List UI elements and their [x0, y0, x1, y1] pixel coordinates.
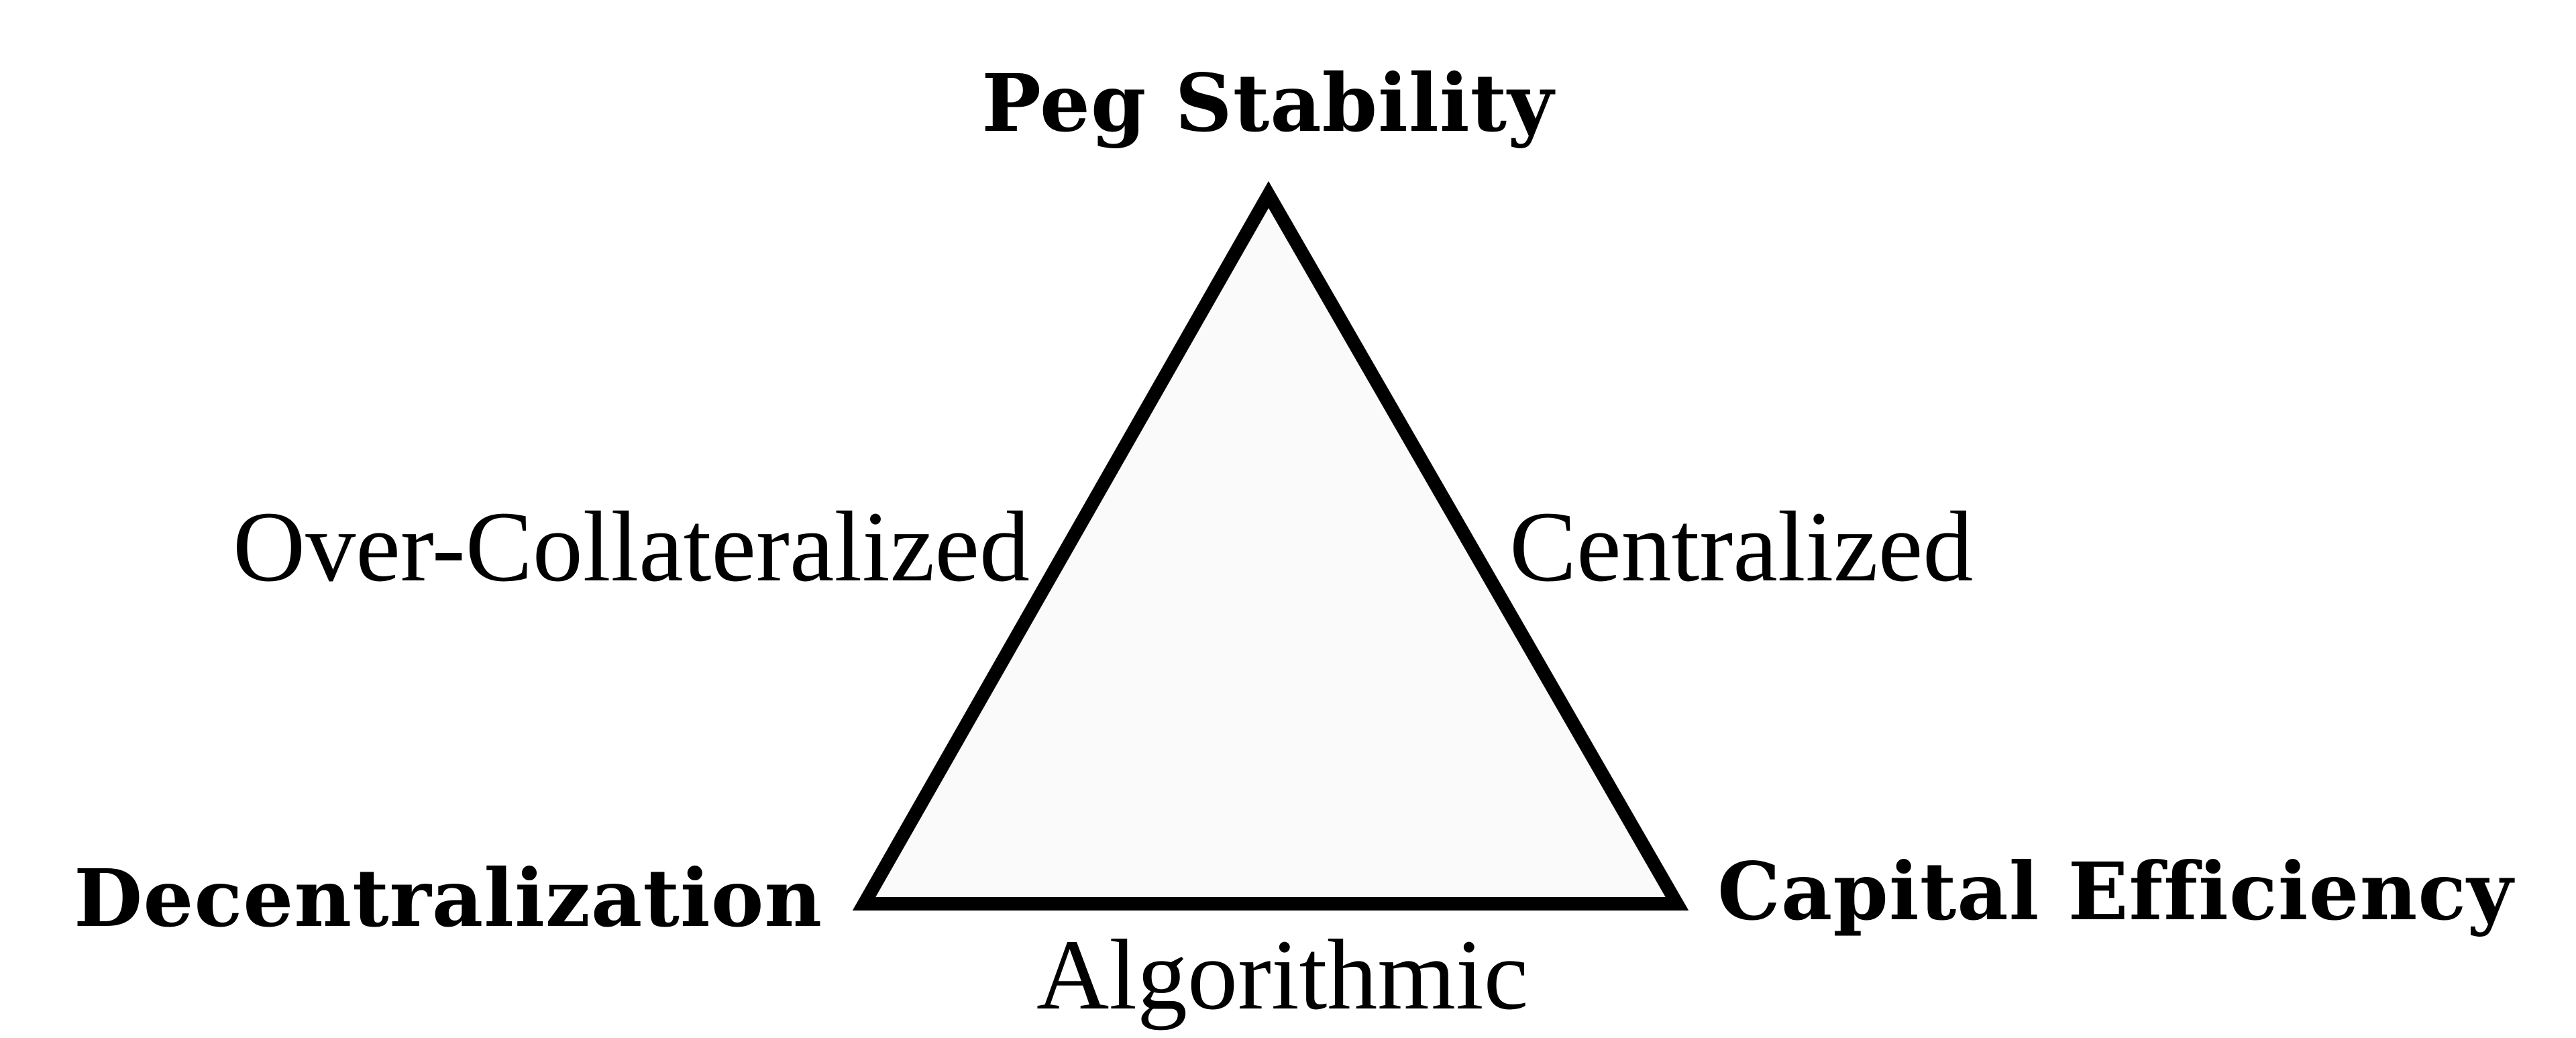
vertex-label-capital-efficiency: Capital Efficiency [1717, 845, 2514, 938]
edge-label-algorithmic: Algorithmic [1036, 919, 1529, 1031]
vertex-label-decentralization: Decentralization [74, 851, 823, 945]
vertex-label-peg-stability: Peg Stability [981, 56, 1554, 150]
edge-label-over-collateralized: Over-Collateralized [232, 491, 1030, 603]
edge-label-centralized: Centralized [1509, 491, 1974, 603]
trilemma-triangle [852, 180, 1689, 911]
